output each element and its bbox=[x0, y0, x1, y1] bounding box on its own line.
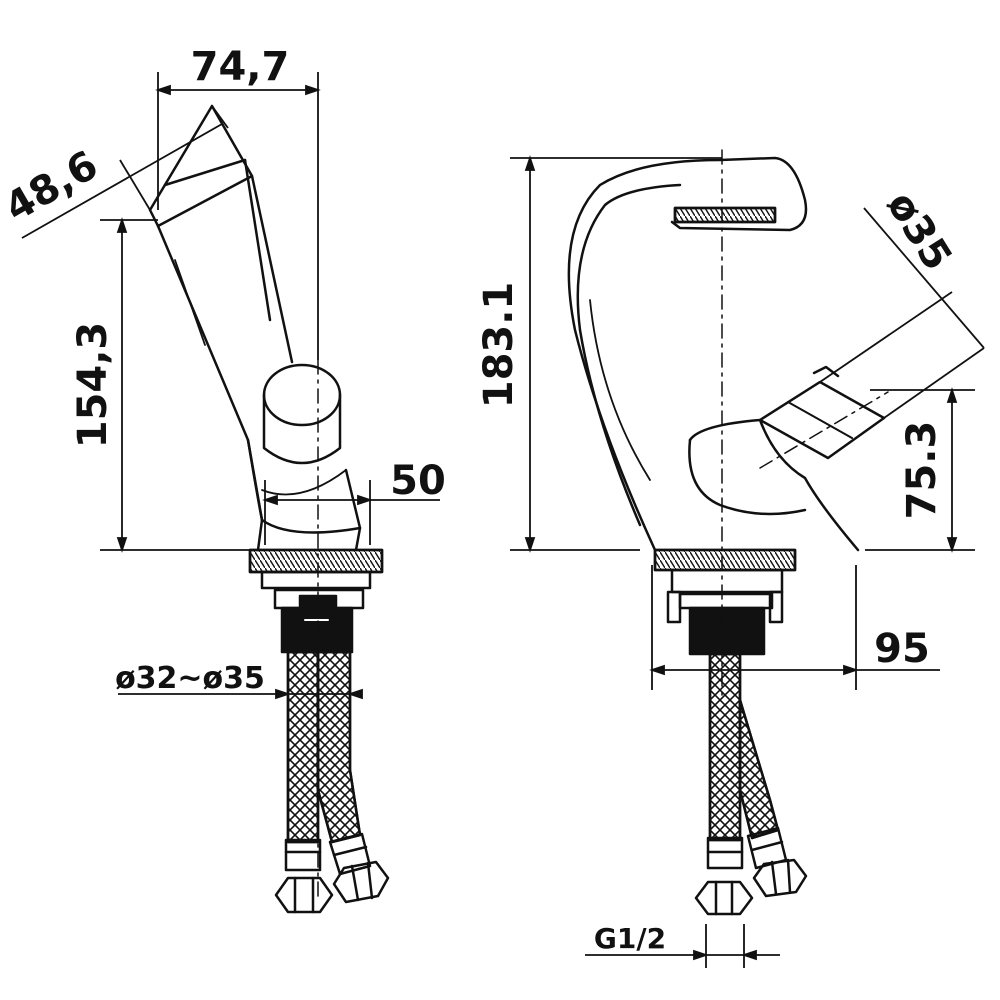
left-mounting-shank bbox=[273, 588, 365, 654]
left-view bbox=[148, 104, 390, 914]
right-dimensions bbox=[510, 155, 985, 968]
dim-height-label: 154,3 bbox=[70, 322, 116, 449]
left-dimension-labels: 74,7 48,6 154,3 50 ø32~ø35 bbox=[0, 44, 446, 696]
right-center-lines bbox=[721, 149, 889, 701]
dim-handle-height-label: 75.3 bbox=[899, 421, 945, 520]
right-mounting-shank bbox=[666, 568, 784, 656]
dim-hole-label: ø32~ø35 bbox=[115, 661, 265, 696]
right-faucet-body bbox=[567, 156, 886, 552]
dim-total-height-label: 183.1 bbox=[476, 282, 522, 409]
left-hoses bbox=[274, 650, 390, 914]
left-dimensions bbox=[21, 72, 440, 700]
dim-spout-tip-label: 48,6 bbox=[0, 142, 106, 231]
dim-width-label: 74,7 bbox=[191, 44, 290, 90]
right-view bbox=[567, 149, 889, 916]
left-base-ring bbox=[248, 548, 384, 590]
dim-reach-label: 95 bbox=[874, 626, 930, 672]
dim-base-label: 50 bbox=[390, 458, 446, 504]
dim-thread-label: G1/2 bbox=[594, 922, 666, 955]
dim-handle-diameter-label: ø35 bbox=[877, 184, 960, 279]
left-faucet-body bbox=[148, 104, 362, 552]
right-base-ring bbox=[653, 548, 797, 572]
right-hoses bbox=[694, 652, 808, 916]
